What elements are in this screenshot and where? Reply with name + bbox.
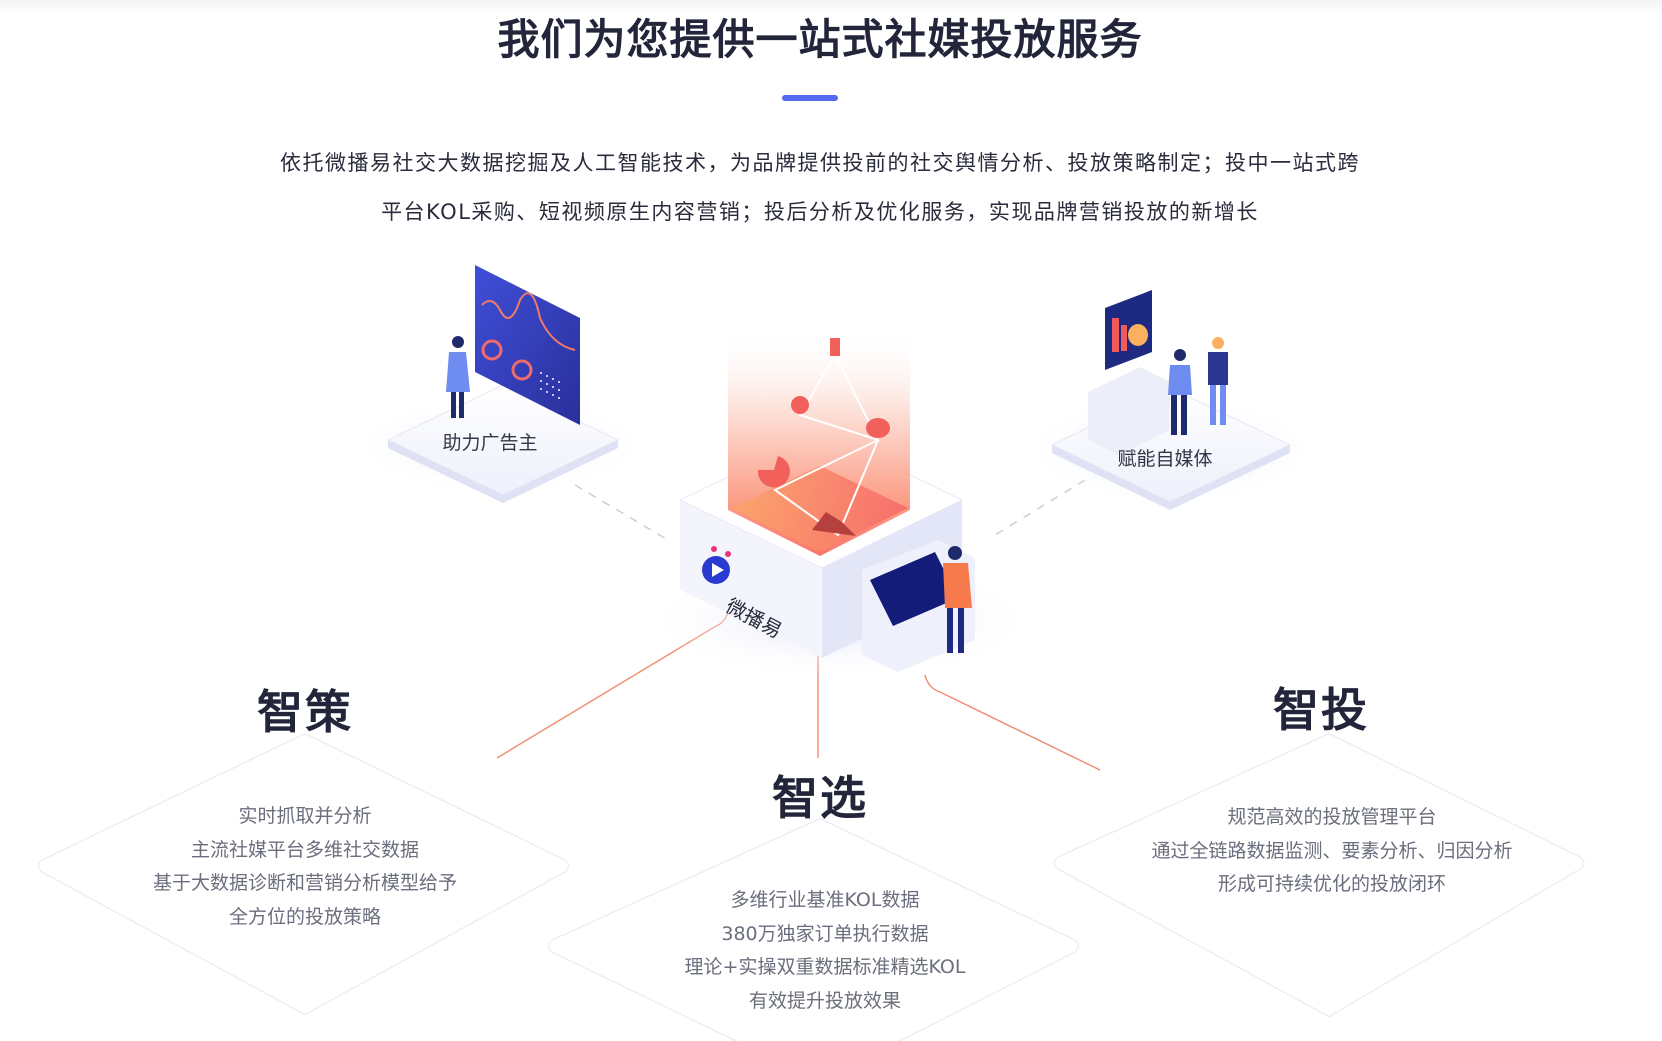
- pillar-line: 形成可持续优化的投放闭环: [1217, 873, 1446, 895]
- pillar-heading: 智投: [1273, 683, 1369, 737]
- pillar-selection-lines: 多维行业基准KOL数据 380万独家订单执行数据 理论+实操双重数据标准精选KO…: [620, 884, 1030, 1018]
- pillar-line: 通过全链路数据监测、要素分析、归因分析: [1151, 839, 1513, 862]
- pillar-diamonds: [37, 733, 1585, 1041]
- pillar-strategy: 智策: [155, 684, 455, 740]
- left-platform-label: 助力广告主: [442, 432, 538, 454]
- top-fade: [0, 0, 1662, 14]
- pillar-selection: 智选: [670, 770, 970, 826]
- pillar-strategy-lines: 实时抓取并分析 主流社媒平台多维社交数据 基于大数据诊断和营销分析模型给予 全方…: [105, 800, 505, 934]
- pillar-line: 规范高效的投放管理平台: [1227, 806, 1437, 828]
- pillar-delivery: 智投: [1171, 682, 1471, 738]
- pillar-line: 有效提升投放效果: [748, 989, 901, 1012]
- pillar-line: 全方位的投放策略: [228, 905, 381, 928]
- pillar-line: 多维行业基准KOL数据: [730, 889, 920, 911]
- right-platform: [1020, 290, 1320, 510]
- intro-line-2: 平台KOL采购、短视频原生内容营销；投后分析及优化服务，实现品牌营销投放的新增长: [381, 200, 1259, 224]
- pillar-line: 主流社媒平台多维社交数据: [190, 838, 419, 861]
- center-platform: [640, 330, 1040, 680]
- pillar-line: 理论+实操双重数据标准精选KOL: [684, 956, 966, 978]
- pillar-line: 实时抓取并分析: [238, 805, 372, 827]
- pillar-line: 基于大数据诊断和营销分析模型给予: [152, 872, 457, 894]
- pillar-line: 380万独家订单执行数据: [721, 922, 929, 945]
- right-platform-label: 赋能自媒体: [1117, 448, 1213, 470]
- title-accent-bar: [782, 95, 838, 101]
- page-title: 我们为您提供一站式社媒投放服务: [497, 15, 1143, 64]
- pillar-delivery-lines: 规范高效的投放管理平台 通过全链路数据监测、要素分析、归因分析 形成可持续优化的…: [1112, 801, 1552, 902]
- left-platform: [350, 265, 650, 503]
- pillar-heading: 智策: [257, 685, 353, 739]
- pillar-heading: 智选: [772, 771, 868, 825]
- intro-line-1: 依托微播易社交大数据挖掘及人工智能技术，为品牌提供投前的社交舆情分析、投放策略制…: [280, 151, 1360, 175]
